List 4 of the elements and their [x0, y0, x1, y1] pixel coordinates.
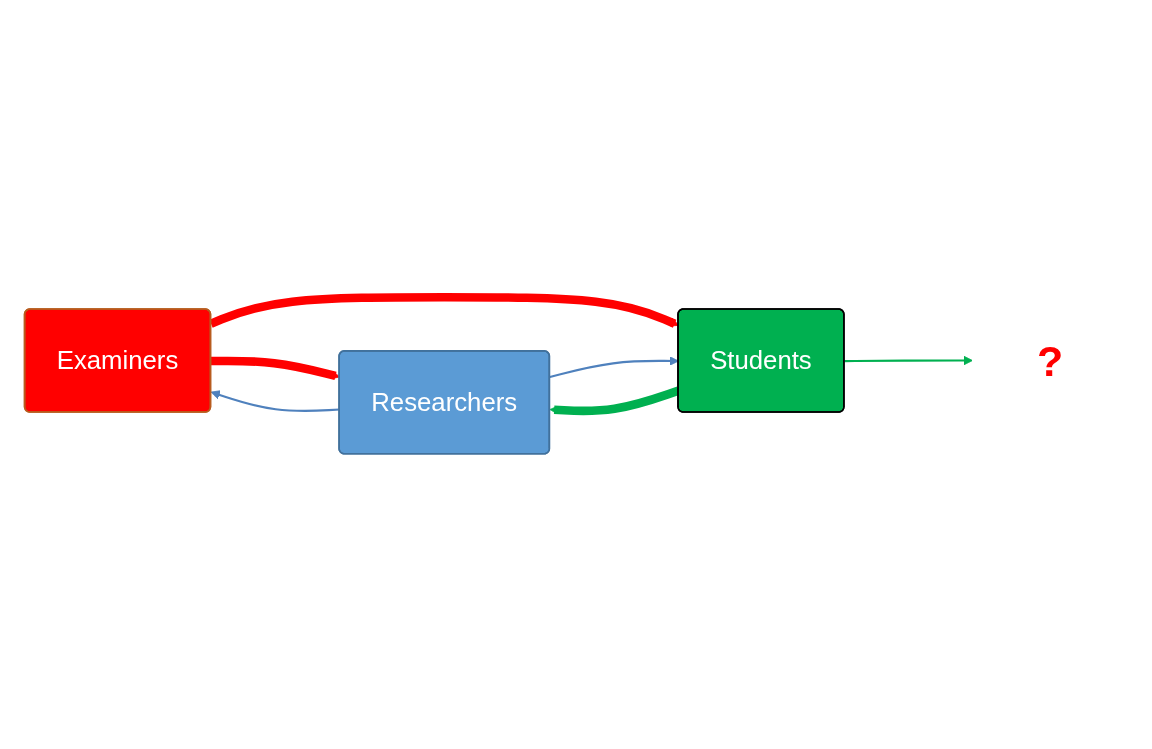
arrow: [549, 355, 679, 378]
arrow: [210, 389, 340, 412]
node-text: ?: [1036, 336, 1064, 384]
arrow: [844, 355, 973, 365]
